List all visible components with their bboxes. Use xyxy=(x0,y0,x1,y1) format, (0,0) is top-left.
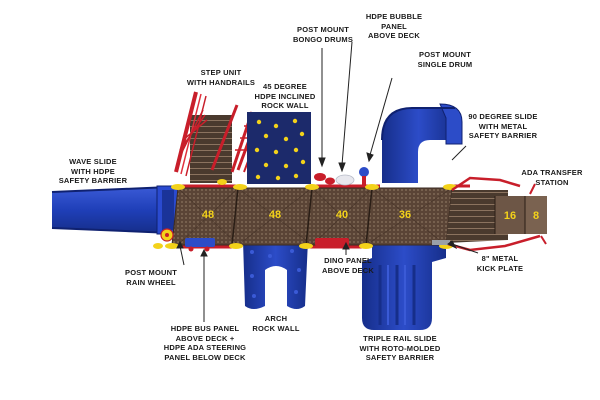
ada-transfer-station xyxy=(446,176,547,252)
label-metal-kick-plate: 8" METAL KICK PLATE xyxy=(476,254,524,273)
deck-height-16: 16 xyxy=(504,210,516,222)
deck-height-labels: 48 48 40 36 16 8 xyxy=(202,209,539,222)
label-hdpe-bubble-panel: HDPE BUBBLE PANEL ABOVE DECK xyxy=(365,12,423,40)
label-arch-rock-wall: ARCH ROCK WALL xyxy=(252,314,300,333)
bubble-panel xyxy=(335,174,355,186)
triple-rail-slide xyxy=(362,238,446,330)
label-hdpe-bus-panel: HDPE BUS PANEL ABOVE DECK + HDPE ADA STE… xyxy=(163,324,247,362)
deck-height-36: 36 xyxy=(399,209,411,221)
bongo-drums xyxy=(314,173,335,185)
single-drum xyxy=(359,167,369,186)
label-rock-wall-45: 45 DEGREE HDPE INCLINED ROCK WALL xyxy=(254,82,316,110)
deck-height-48b: 48 xyxy=(269,209,281,221)
slide-90 xyxy=(381,103,463,183)
rock-wall-45 xyxy=(247,112,311,184)
label-post-mount-bongo-drums: POST MOUNT BONGO DRUMS xyxy=(292,25,354,44)
dino-panel xyxy=(315,238,349,246)
deck-height-40: 40 xyxy=(336,209,348,221)
label-post-mount-single-drum: POST MOUNT SINGLE DRUM xyxy=(417,50,473,69)
kick-plate xyxy=(432,240,450,245)
label-step-unit: STEP UNIT WITH HANDRAILS xyxy=(186,68,256,87)
deck-height-48a: 48 xyxy=(202,209,214,221)
leader-lines xyxy=(176,41,479,322)
rain-wheel xyxy=(160,228,174,242)
label-post-mount-rain-wheel: POST MOUNT RAIN WHEEL xyxy=(125,268,177,287)
label-triple-rail-slide: TRIPLE RAIL SLIDE WITH ROTO-MOLDED SAFET… xyxy=(359,334,441,362)
label-dino-panel: DINO PANEL ABOVE DECK xyxy=(321,256,374,275)
wave-slide xyxy=(51,185,180,235)
label-ada-transfer-station: ADA TRANSFER STATION xyxy=(521,168,583,187)
label-wave-slide: WAVE SLIDE WITH HDPE SAFETY BARRIER xyxy=(58,157,128,185)
bus-panel xyxy=(185,238,215,252)
deck-height-8: 8 xyxy=(533,210,539,222)
label-90-degree-slide: 90 DEGREE SLIDE WITH METAL SAFETY BARRIE… xyxy=(468,112,538,140)
arch-rock-wall xyxy=(243,240,308,309)
